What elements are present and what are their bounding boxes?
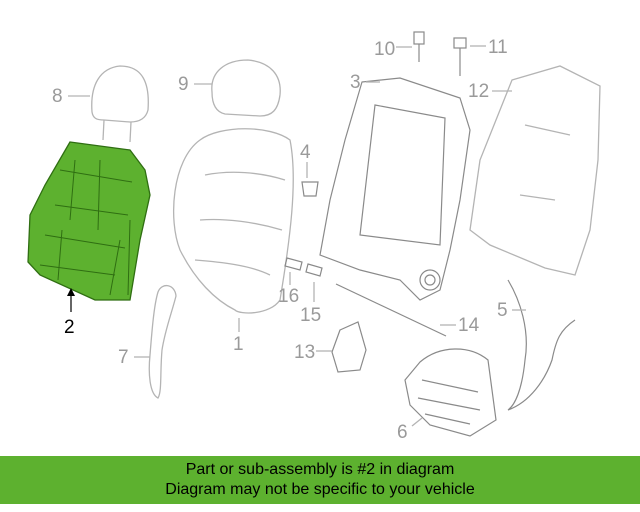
- callout-14: 14: [458, 315, 480, 336]
- part-7-side-trim[interactable]: [148, 285, 177, 399]
- banner-line-1: Part or sub-assembly is #2 in diagram: [185, 461, 455, 478]
- callout-3: 3: [350, 72, 361, 93]
- part-8-headrest[interactable]: [91, 65, 149, 143]
- callout-15: 15: [300, 305, 321, 326]
- info-banner: Part or sub-assembly is #2 in diagram Di…: [0, 456, 640, 504]
- part-13-actuator[interactable]: [331, 321, 367, 373]
- callout-9: 9: [178, 74, 189, 95]
- part-11-headrest-guide-locking[interactable]: [453, 37, 467, 76]
- part-3-seat-back-frame[interactable]: [319, 77, 471, 301]
- callout-7: 7: [118, 347, 129, 368]
- part-9-headrest-cover[interactable]: [211, 59, 281, 117]
- banner-line-2: Diagram may not be specific to your vehi…: [165, 481, 475, 498]
- callout-10: 10: [374, 39, 395, 60]
- part-16-connector[interactable]: [284, 257, 303, 271]
- callout-12: 12: [468, 81, 489, 102]
- part-4-clip[interactable]: [301, 181, 319, 197]
- part-14-rod[interactable]: [335, 283, 447, 337]
- part-5-wire[interactable]: [507, 279, 576, 411]
- part-15-clip[interactable]: [305, 263, 323, 277]
- callout-5: 5: [497, 300, 508, 321]
- callout-16: 16: [278, 286, 299, 307]
- callout-11: 11: [488, 37, 508, 58]
- callout-8: 8: [52, 86, 63, 107]
- callout-13: 13: [294, 342, 315, 363]
- part-6-lumbar-mechanism[interactable]: [404, 348, 497, 437]
- parts-diagram: 8 2 9 1 7 4 3 10: [27, 31, 601, 443]
- part-2-seat-back-pad[interactable]: [27, 141, 151, 301]
- callout-2: 2: [64, 317, 75, 338]
- callout-1: 1: [233, 334, 244, 355]
- callout-4: 4: [300, 142, 311, 163]
- part-1-seat-back-cover[interactable]: [172, 128, 294, 314]
- part-10-headrest-guide[interactable]: [413, 31, 425, 62]
- part-12-back-panel[interactable]: [469, 65, 601, 276]
- callout-6: 6: [397, 422, 408, 443]
